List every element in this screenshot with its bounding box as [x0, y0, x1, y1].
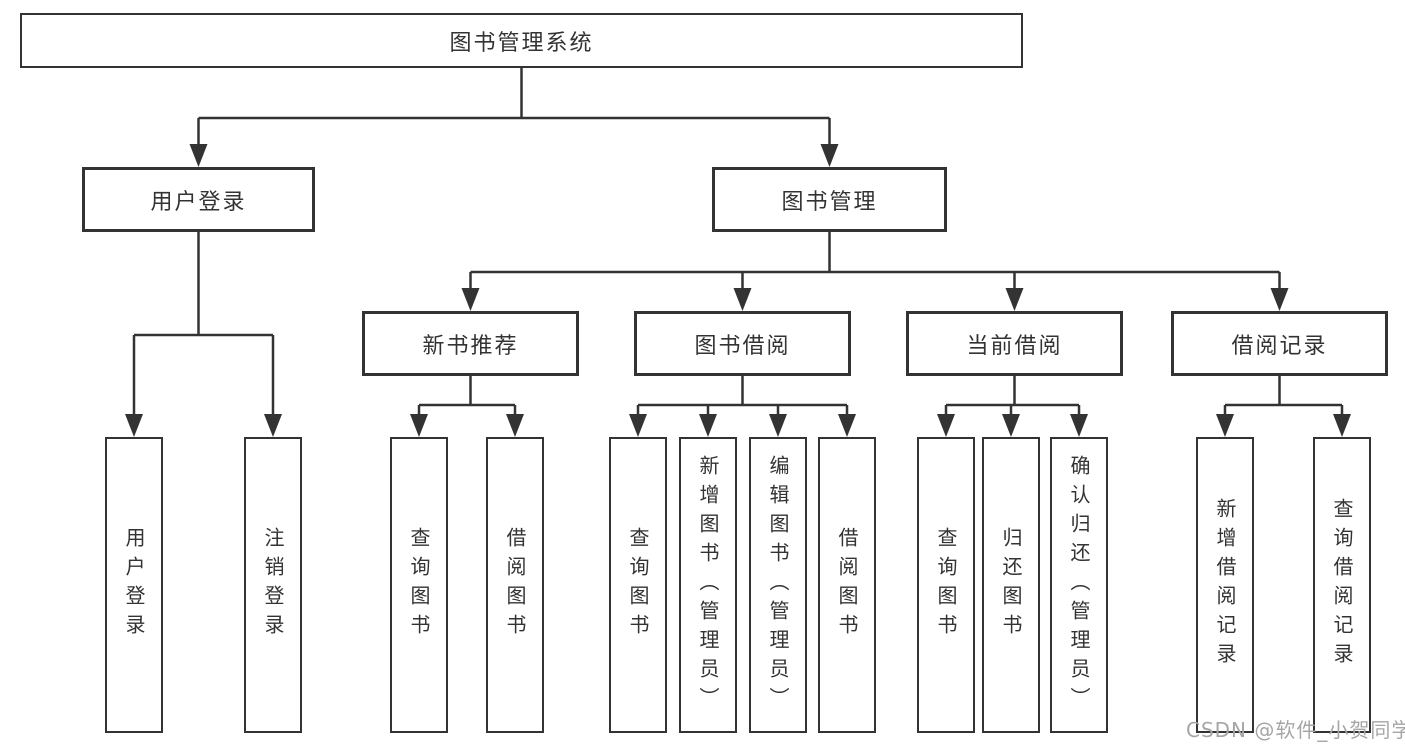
- leaf-add-books-admin: 新增图书（管理员）: [679, 437, 737, 733]
- node-root-label: 图书管理系统: [449, 30, 594, 56]
- leaf-query-books-current-label: 查询图书: [934, 527, 958, 643]
- leaf-query-borrow-record-label: 查询借阅记录: [1330, 498, 1354, 672]
- leaf-return-books: 归还图书: [982, 437, 1040, 733]
- leaf-query-books-current: 查询图书: [917, 437, 975, 733]
- node-book-management-label: 图书管理: [781, 189, 878, 215]
- node-root-system: 图书管理系统: [20, 13, 1023, 68]
- node-borrowing-records-label: 借阅记录: [1231, 333, 1328, 359]
- leaf-add-borrow-record: 新增借阅记录: [1196, 437, 1254, 733]
- connector-borrow-to-leaves: [629, 376, 856, 437]
- leaf-edit-books-admin-label: 编辑图书（管理员）: [766, 454, 790, 716]
- node-new-book-recommend: 新书推荐: [362, 311, 579, 376]
- leaf-query-books-recommend-label: 查询图书: [407, 527, 431, 643]
- node-book-management-branch: 图书管理: [712, 167, 947, 232]
- leaf-query-books-recommend: 查询图书: [390, 437, 448, 733]
- leaf-logout: 注销登录: [244, 437, 302, 733]
- leaf-return-books-label: 归还图书: [999, 527, 1023, 643]
- leaf-borrow-books: 借阅图书: [818, 437, 876, 733]
- node-current-borrowing-label: 当前借阅: [966, 333, 1063, 359]
- leaf-borrow-books-label: 借阅图书: [835, 527, 859, 643]
- leaf-query-books-borrow-label: 查询图书: [626, 527, 650, 643]
- leaf-edit-books-admin: 编辑图书（管理员）: [749, 437, 807, 733]
- leaf-confirm-return-admin-label: 确认归还（管理员）: [1067, 454, 1091, 716]
- leaf-query-borrow-record: 查询借阅记录: [1313, 437, 1371, 733]
- leaf-borrow-books-recommend: 借阅图书: [486, 437, 544, 733]
- leaf-add-borrow-record-label: 新增借阅记录: [1213, 498, 1237, 672]
- node-new-book-recommend-label: 新书推荐: [422, 333, 519, 359]
- csdn-watermark: CSDN @软件_小贺同学: [1186, 718, 1405, 742]
- node-current-borrowing: 当前借阅: [906, 311, 1123, 376]
- connector-recommend-to-leaves: [410, 376, 524, 437]
- connector-root-to-level2: [189, 68, 839, 167]
- leaf-borrow-books-recommend-label: 借阅图书: [503, 527, 527, 643]
- connector-login-to-leaves: [125, 232, 282, 437]
- node-user-login-label: 用户登录: [150, 189, 247, 215]
- leaf-add-books-admin-label: 新增图书（管理员）: [696, 454, 720, 716]
- node-user-login-branch: 用户登录: [82, 167, 315, 232]
- connector-current-to-leaves: [937, 376, 1088, 437]
- connector-records-to-leaves: [1216, 376, 1351, 437]
- leaf-logout-label: 注销登录: [261, 527, 285, 643]
- leaf-user-login: 用户登录: [105, 437, 163, 733]
- leaf-confirm-return-admin: 确认归还（管理员）: [1050, 437, 1108, 733]
- leaf-query-books-borrow: 查询图书: [609, 437, 667, 733]
- node-book-borrowing: 图书借阅: [634, 311, 851, 376]
- node-book-borrowing-label: 图书借阅: [694, 333, 791, 359]
- node-borrowing-records: 借阅记录: [1171, 311, 1388, 376]
- leaf-user-login-label: 用户登录: [122, 527, 146, 643]
- connector-mgmt-to-level3: [461, 232, 1289, 311]
